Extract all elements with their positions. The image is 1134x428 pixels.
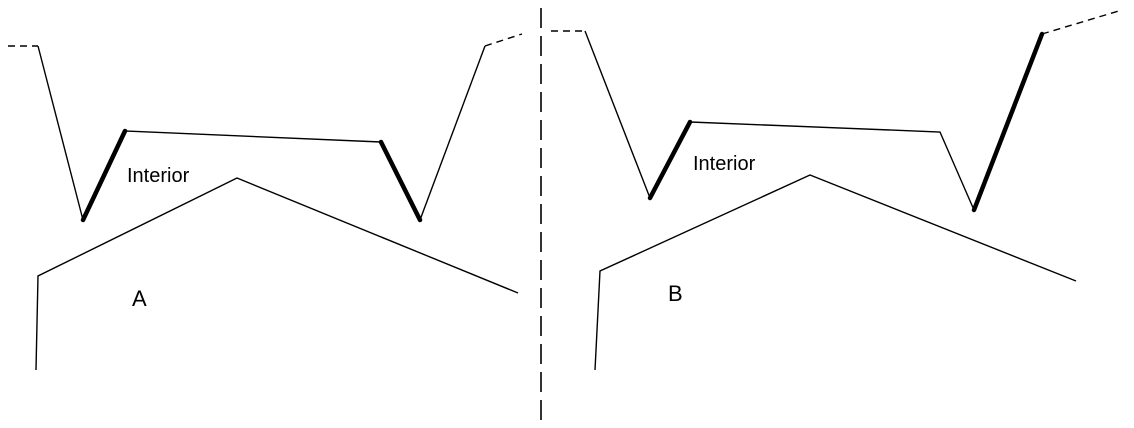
panel-a-interior-label: Interior (127, 165, 190, 187)
panel-b-interior-label: Interior (693, 153, 756, 175)
panel-b-interior-edge (689, 121, 975, 211)
panel-a-interior-edge (124, 130, 382, 143)
panel-a-right-rise (419, 45, 486, 221)
panel-a-label: A (132, 286, 147, 311)
panel-a: Interior A (8, 33, 523, 371)
panel-b-highlight-left (647, 119, 693, 201)
panel-b-upper-boundary (584, 30, 651, 199)
panel-b-label: B (668, 281, 683, 306)
panel-a-lower-boundary (35, 177, 519, 371)
panel-b-lower-boundary (594, 174, 1077, 371)
panel-b-right-stub (1041, 9, 1123, 35)
panel-a-right-stub (484, 33, 523, 47)
panel-b-highlight-right (971, 31, 1045, 213)
panel-b: Interior B (551, 9, 1123, 371)
panel-a-upper-boundary (37, 45, 84, 221)
panel-a-highlight-left (80, 128, 128, 223)
panel-a-highlight-right (378, 139, 423, 223)
